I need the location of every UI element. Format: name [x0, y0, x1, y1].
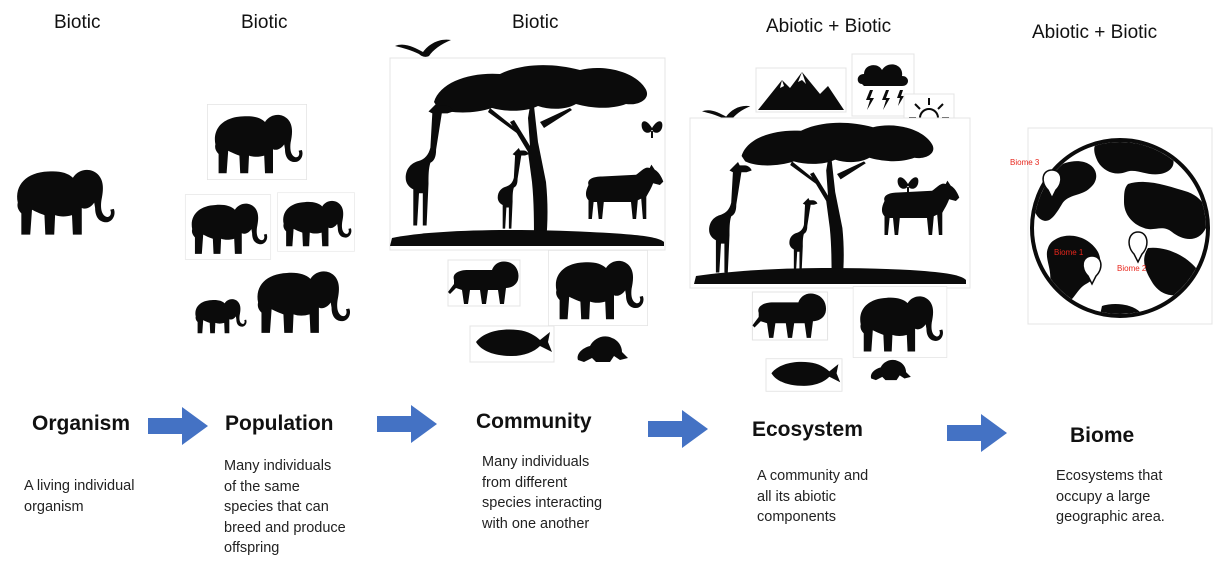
stage-title-organism: Organism [32, 412, 131, 435]
description-line: A living individual [24, 478, 135, 494]
top-label-ecosystem: Abiotic + Biotic [766, 16, 892, 37]
stage-description-population: Many individuals of the same species tha… [224, 456, 346, 559]
description-line: Many individuals [482, 454, 590, 470]
description-line: geographic area. [1056, 509, 1165, 525]
biome-globe-image [1027, 127, 1213, 325]
top-label-community: Biotic [512, 12, 559, 33]
top-label-population: Biotic [241, 12, 288, 33]
population-elephant-2 [184, 194, 272, 260]
description-line: with one another [482, 515, 590, 532]
description-line: Ecosystems that [1056, 468, 1163, 484]
ecosystem-frog [870, 359, 911, 381]
stage-title-biome: Biome [1070, 424, 1135, 447]
stage-title-ecosystem: Ecosystem [752, 418, 863, 441]
description-line: species that can [224, 499, 329, 515]
ecosystem-elephant [852, 286, 948, 358]
top-label-biome: Abiotic + Biotic [1032, 22, 1158, 43]
biome-marker-1-label: Biome 1 [1054, 248, 1084, 257]
description-line: offspring [224, 540, 280, 556]
arrow-ecosystem-to-biome [947, 414, 1007, 452]
arrow-community-to-ecosystem [648, 410, 708, 448]
biome-marker-2 [1128, 231, 1148, 264]
stage-description-community: Many individuals from different species … [482, 452, 602, 534]
stage-description-biome: Ecosystems that occupy a large geographi… [1056, 466, 1165, 528]
biome-marker-2-label: Biome 2 [1117, 264, 1147, 273]
population-elephant-1 [207, 104, 307, 180]
community-elephant [548, 250, 648, 326]
description-line: breed and produce [224, 519, 346, 536]
description-line: species interacting [482, 495, 603, 511]
population-elephant-4 [195, 299, 247, 334]
top-label-organism: Biotic [54, 12, 101, 33]
description-line: components [757, 509, 836, 525]
stage-title-population: Population [225, 412, 334, 435]
description-line: Many individuals [224, 458, 332, 474]
community-lion [447, 259, 521, 307]
stage-title-community: Community [476, 410, 592, 433]
ecosystem-mountain-icon [755, 67, 847, 113]
population-elephant-5 [257, 271, 351, 333]
ecosystem-lion [751, 291, 829, 341]
description-line: of the same [224, 478, 300, 495]
biome-marker-3-label: Biome 3 [1010, 158, 1040, 167]
population-elephant-3 [277, 192, 355, 252]
description-line: occupy a large [1056, 488, 1151, 505]
arrow-population-to-community [377, 405, 437, 443]
biome-marker-1 [1082, 255, 1102, 286]
organism-elephant-image [17, 169, 115, 235]
description-line: from different [482, 474, 568, 491]
description-line: all its abiotic [757, 488, 836, 505]
arrow-organism-to-population [148, 407, 208, 445]
description-line: A community and [757, 468, 869, 484]
community-frog [577, 336, 628, 362]
community-bird [395, 39, 451, 57]
community-fish [469, 325, 555, 363]
description-line: organism [24, 498, 84, 515]
ecosystem-savanna-scene [689, 117, 971, 289]
stage-description-organism: A living individual organism [24, 476, 134, 517]
community-savanna-scene [389, 57, 666, 251]
stage-description-ecosystem: A community and all its abiotic componen… [757, 466, 868, 528]
ecosystem-fish [765, 358, 843, 392]
biome-marker-3 [1042, 169, 1062, 200]
